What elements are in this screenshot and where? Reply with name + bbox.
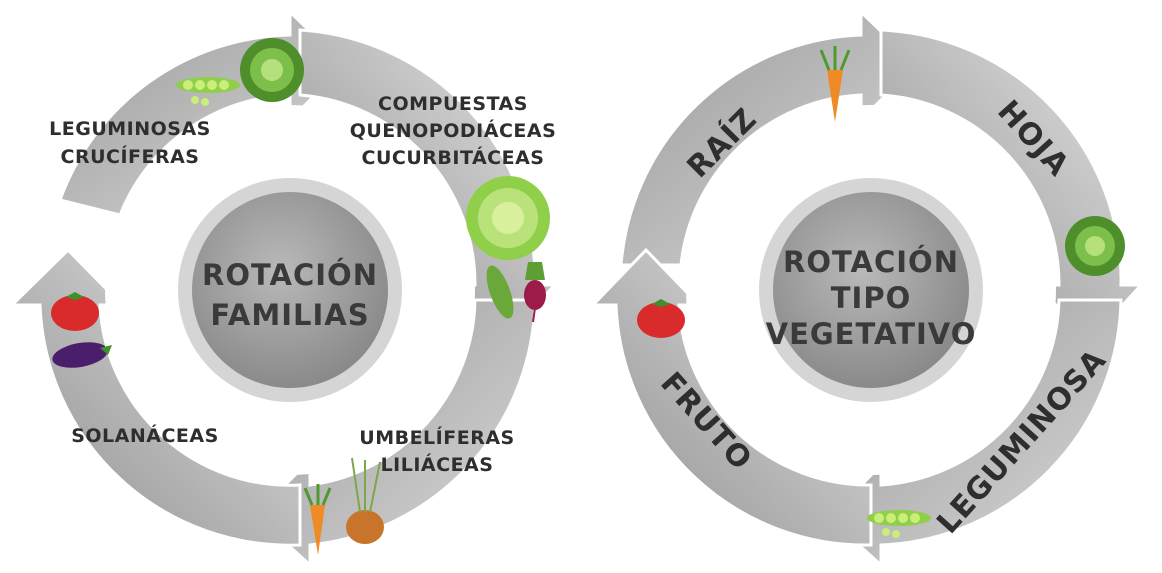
label-cucurbitaceas: CUCURBITÁCEAS (362, 146, 545, 169)
center-title-line2: TIPO (831, 281, 911, 315)
cabbage-icon (1065, 216, 1125, 276)
label-umbeliferas: UMBELÍFERAS (359, 426, 514, 449)
family-rotation-cycle: ROTACIÓN FAMILIAS LEGUMINOSAS CRUCÍFERAS… (12, 12, 557, 565)
carrot-icon (819, 46, 851, 122)
arrow-segment-leguminosa (826, 298, 1123, 569)
vegetative-type-rotation-diagram: ROTACIÓN TIPO VEGETATIVO RAÍZ HOJA LEGUM… (581, 0, 1162, 573)
family-rotation-diagram: ROTACIÓN FAMILIAS LEGUMINOSAS CRUCÍFERAS… (12, 12, 557, 565)
label-compuestas: COMPUESTAS (378, 93, 528, 115)
label-liliaceas: LILIÁCEAS (381, 453, 494, 476)
label-solanaceas: SOLANÁCEAS (71, 424, 219, 447)
vegetative-rotation-cycle: ROTACIÓN TIPO VEGETATIVO RAÍZ HOJA LEGUM… (589, 8, 1145, 569)
center-disc (192, 192, 388, 388)
center-title-line1: ROTACIÓN (202, 258, 378, 292)
cucumber-icon (486, 265, 514, 319)
peas-icon (867, 510, 931, 538)
onion-icon (346, 457, 384, 544)
center-title-line2: FAMILIAS (210, 298, 369, 332)
beet-icon (524, 262, 546, 323)
carrot-icon (303, 484, 332, 555)
lettuce-icon (466, 176, 550, 260)
center-disc (773, 192, 969, 388)
tomato-icon (637, 299, 685, 338)
peas-icon (176, 77, 240, 106)
arrow-segment-raiz (619, 8, 919, 267)
center-title-line1: ROTACIÓN (783, 245, 959, 279)
label-cruciferas: CRUCÍFERAS (61, 145, 200, 168)
eggplant-icon (52, 342, 112, 368)
label-leguminosas: LEGUMINOSAS (49, 118, 211, 140)
center-title-line3: VEGETATIVO (766, 317, 977, 351)
label-quenopodiaceas: QUENOPODIÁCEAS (350, 119, 557, 142)
tomato-icon (51, 292, 99, 331)
cabbage-icon (240, 38, 304, 102)
